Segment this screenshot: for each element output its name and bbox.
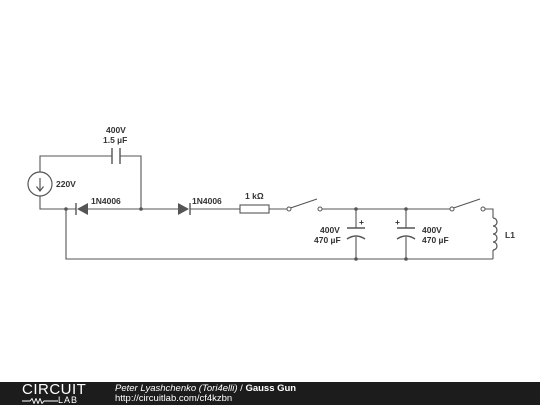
capacitor-2: + 400V 470 µF [395, 217, 449, 245]
wire-top-right [120, 155, 142, 209]
source-label: 220V [56, 179, 76, 189]
junction-dot [139, 207, 143, 211]
inductor-label: L1 [505, 230, 515, 240]
junction-dot [354, 257, 358, 261]
inductor: L1 [492, 217, 515, 251]
voltage-source: 220V [27, 171, 76, 197]
cap-2-value-label: 470 µF [422, 235, 449, 245]
resistor-label: 1 kΩ [245, 191, 264, 201]
cap-small-value-label: 1.5 µF [103, 135, 127, 145]
capacitor-1: + 400V 470 µF [314, 217, 366, 245]
wires [39, 155, 494, 260]
footer-credit-line: Peter Lyashchenko (Tori4elli) / Gauss Gu… [115, 384, 296, 394]
circuit-title: Gauss Gun [245, 383, 297, 394]
logo-text-top: CIRCUIT [22, 381, 87, 398]
diode-2: 1N4006 [178, 196, 222, 215]
junctions [64, 207, 408, 261]
cap-1-voltage-label: 400V [320, 225, 340, 235]
footer-bar: CIRCUIT LAB Peter Lyashchenko (Tori4elli… [0, 382, 540, 405]
footer-text: Peter Lyashchenko (Tori4elli) / Gauss Gu… [115, 384, 296, 404]
junction-dot [354, 207, 358, 211]
wire-bottom-rail [65, 209, 493, 260]
junction-dot [64, 207, 68, 211]
wire-top-left [39, 155, 112, 172]
diode-1: 1N4006 [75, 196, 121, 215]
switch-1 [286, 198, 323, 212]
wire-sw2-l [484, 208, 494, 218]
wire-source-bottom [39, 196, 76, 210]
circuit-url[interactable]: http://circuitlab.com/cf4kzbn [115, 393, 233, 404]
author-name: Peter Lyashchenko (Tori4elli) [115, 383, 238, 394]
resistor: 1 kΩ [239, 191, 270, 214]
cap-2-voltage-label: 400V [422, 225, 442, 235]
title-separator: / [237, 383, 246, 394]
switch-2 [449, 198, 486, 212]
cap-1-value-label: 470 µF [314, 235, 341, 245]
cap-2-plus: + [395, 217, 400, 227]
capacitor-small: 400V 1.5 µF [103, 125, 127, 164]
junction-dot [404, 257, 408, 261]
logo-text-bottom: LAB [58, 395, 79, 405]
cap-small-voltage-label: 400V [106, 125, 126, 135]
circuitlab-logo: CIRCUIT LAB [22, 381, 94, 405]
junction-dot [404, 207, 408, 211]
diode-1-label: 1N4006 [91, 196, 121, 206]
cap-1-plus: + [359, 217, 364, 227]
logo-resistor-glyph [22, 398, 58, 404]
diode-2-label: 1N4006 [192, 196, 222, 206]
